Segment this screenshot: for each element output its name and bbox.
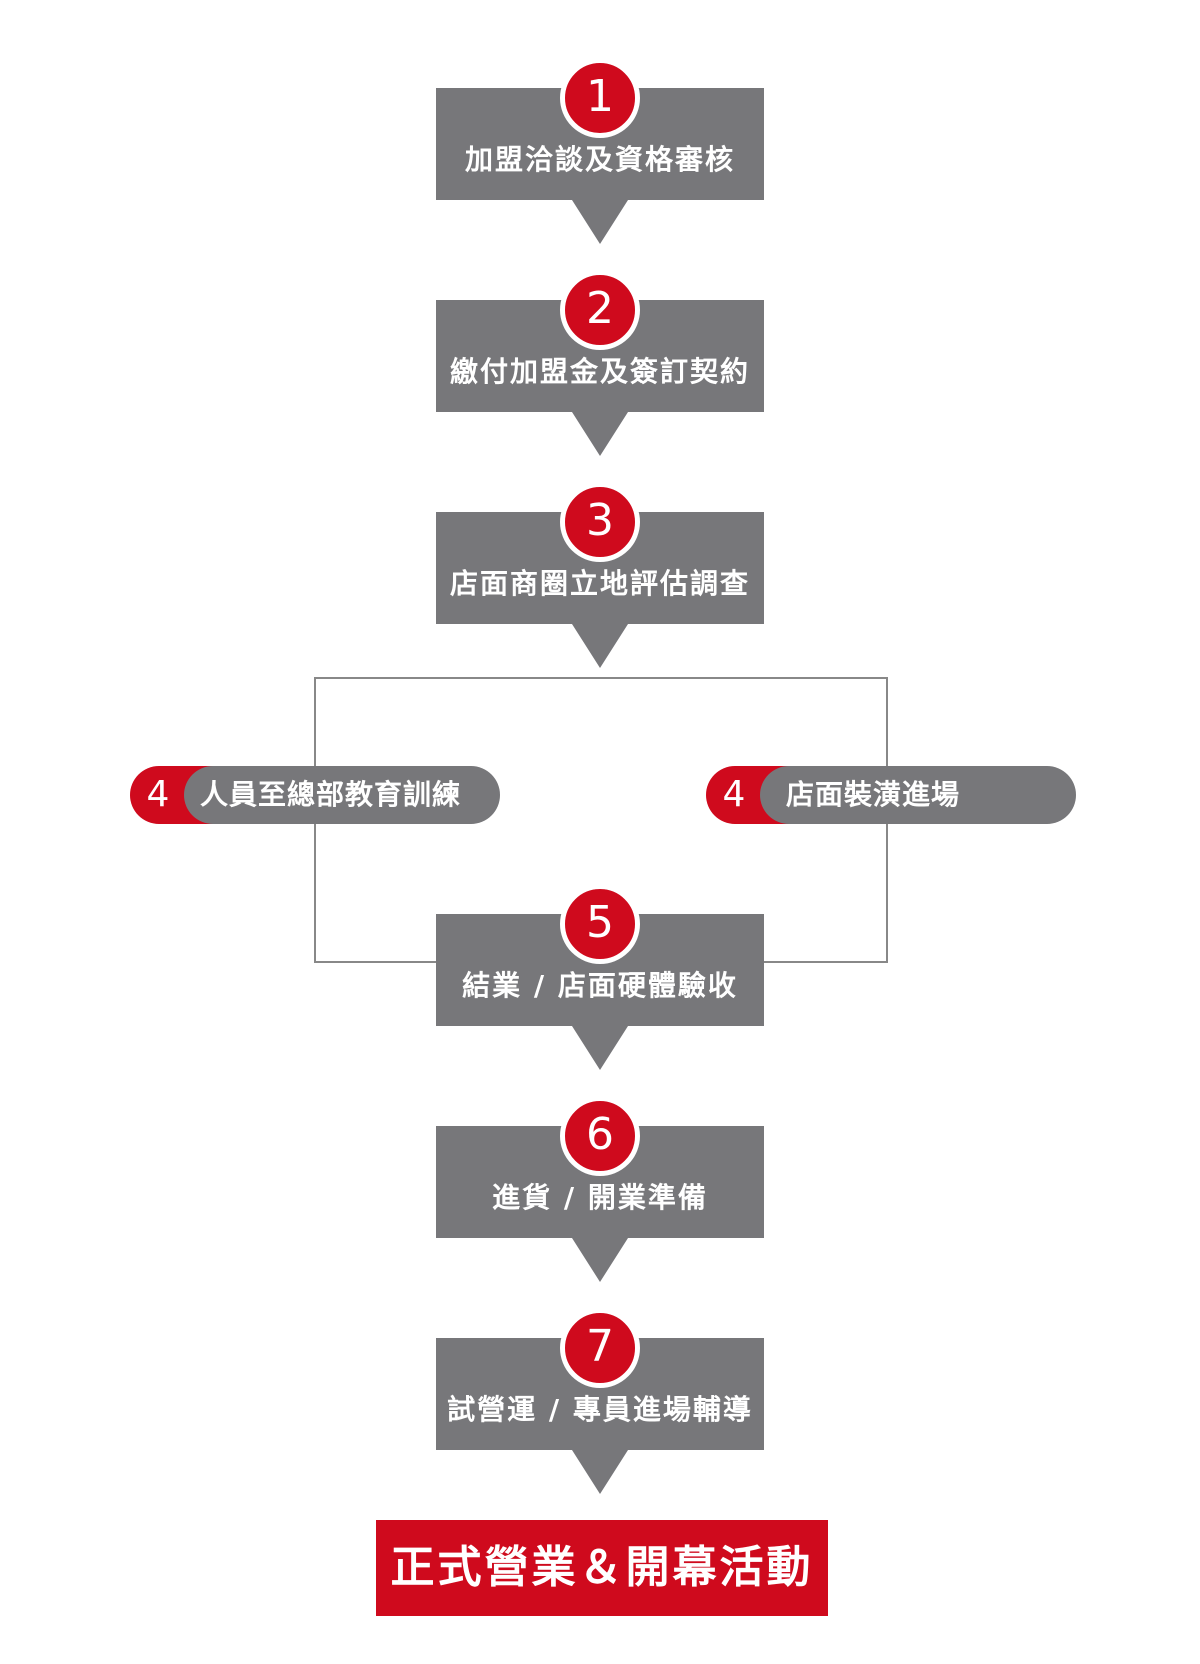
down-arrow	[572, 1450, 628, 1494]
step-number-badge: 1	[560, 58, 640, 138]
step-label: 加盟洽談及資格審核	[464, 143, 735, 176]
step-number-badge: 5	[560, 884, 640, 964]
down-arrow	[572, 1238, 628, 1282]
branch-label: 店面裝潢進場	[786, 778, 961, 811]
branch-left: 4 人員至總部教育訓練	[130, 766, 500, 824]
down-arrow	[572, 200, 628, 244]
step-number-badge: 6	[560, 1096, 640, 1176]
step-label: 繳付加盟金及簽訂契約	[449, 355, 750, 388]
final-step-banner: 正式營業＆開幕活動	[376, 1520, 828, 1616]
down-arrow	[572, 412, 628, 456]
branch-box	[760, 766, 1076, 824]
step-label: 進貨 / 開業準備	[492, 1181, 708, 1214]
step-number-badge: 2	[560, 270, 640, 350]
step-label: 結業 / 店面硬體驗收	[462, 969, 738, 1002]
step-label: 試營運 / 專員進場輔導	[447, 1393, 753, 1426]
branch-right: 4 店面裝潢進場	[706, 766, 1076, 824]
branch-box	[184, 766, 500, 824]
down-arrow	[572, 624, 628, 668]
branch-number: 4	[722, 774, 746, 815]
step-number-badge: 7	[560, 1308, 640, 1388]
branch-number: 4	[146, 774, 170, 815]
down-arrow	[572, 1026, 628, 1070]
step-label: 店面商圈立地評估調查	[449, 567, 750, 600]
step-number-badge: 3	[560, 482, 640, 562]
branch-label: 人員至總部教育訓練	[200, 778, 462, 811]
